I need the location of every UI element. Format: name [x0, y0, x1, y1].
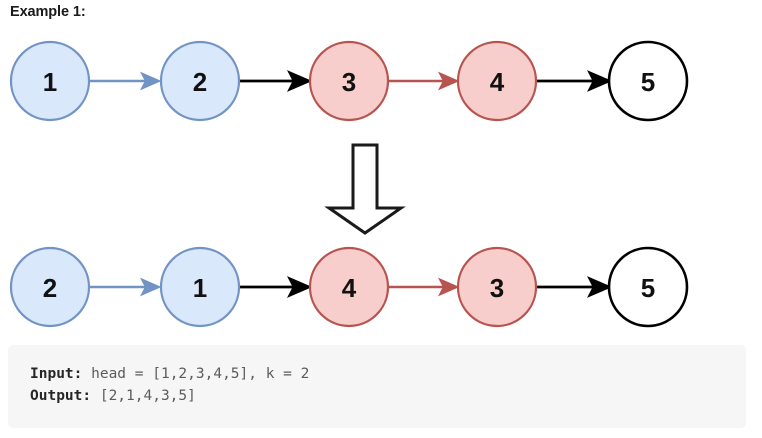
node-circle — [159, 40, 241, 122]
node-label: 3 — [342, 67, 356, 97]
output-value: [2,1,4,3,5] — [91, 388, 196, 404]
node-input-3: 4 — [456, 40, 538, 122]
node-label: 3 — [490, 273, 504, 303]
node-circle — [607, 40, 689, 122]
node-label: 4 — [490, 67, 505, 97]
input-line: Input: head = [1,2,3,4,5], k = 2 — [30, 363, 746, 385]
node-input-4: 5 — [607, 40, 689, 122]
output-line: Output: [2,1,4,3,5] — [30, 385, 746, 407]
node-output-3: 3 — [456, 246, 538, 328]
node-output-0: 2 — [9, 246, 91, 328]
transform-down-arrow-icon — [324, 143, 406, 235]
node-output-4: 5 — [607, 246, 689, 328]
example-code-block: Input: head = [1,2,3,4,5], k = 2 Output:… — [8, 345, 746, 428]
node-circle — [308, 40, 390, 122]
node-label: 5 — [641, 67, 655, 97]
node-circle — [456, 40, 538, 122]
node-circle — [9, 40, 91, 122]
node-output-1: 1 — [159, 246, 241, 328]
node-label: 1 — [193, 273, 207, 303]
input-value: head = [1,2,3,4,5], k = 2 — [82, 366, 310, 382]
node-circle — [456, 246, 538, 328]
node-label: 2 — [193, 67, 207, 97]
node-output-2: 4 — [308, 246, 390, 328]
node-label: 5 — [641, 273, 655, 303]
diagram-svg: 1 2 3 4 5 — [9, 40, 689, 328]
output-label: Output: — [30, 388, 92, 404]
input-label: Input: — [30, 366, 83, 382]
node-input-0: 1 — [9, 40, 91, 122]
node-label: 1 — [43, 67, 57, 97]
node-input-1: 2 — [159, 40, 241, 122]
node-circle — [9, 246, 91, 328]
linked-list-diagram: 1 2 3 4 5 — [0, 26, 762, 336]
node-circle — [159, 246, 241, 328]
node-label: 2 — [43, 273, 57, 303]
node-label: 4 — [342, 273, 357, 303]
input-list-row: 1 2 3 4 5 — [9, 40, 689, 122]
page-title: Example 1: — [10, 4, 86, 20]
output-list-row: 2 1 4 3 5 — [9, 246, 689, 328]
node-circle — [308, 246, 390, 328]
node-input-2: 3 — [308, 40, 390, 122]
node-circle — [607, 246, 689, 328]
